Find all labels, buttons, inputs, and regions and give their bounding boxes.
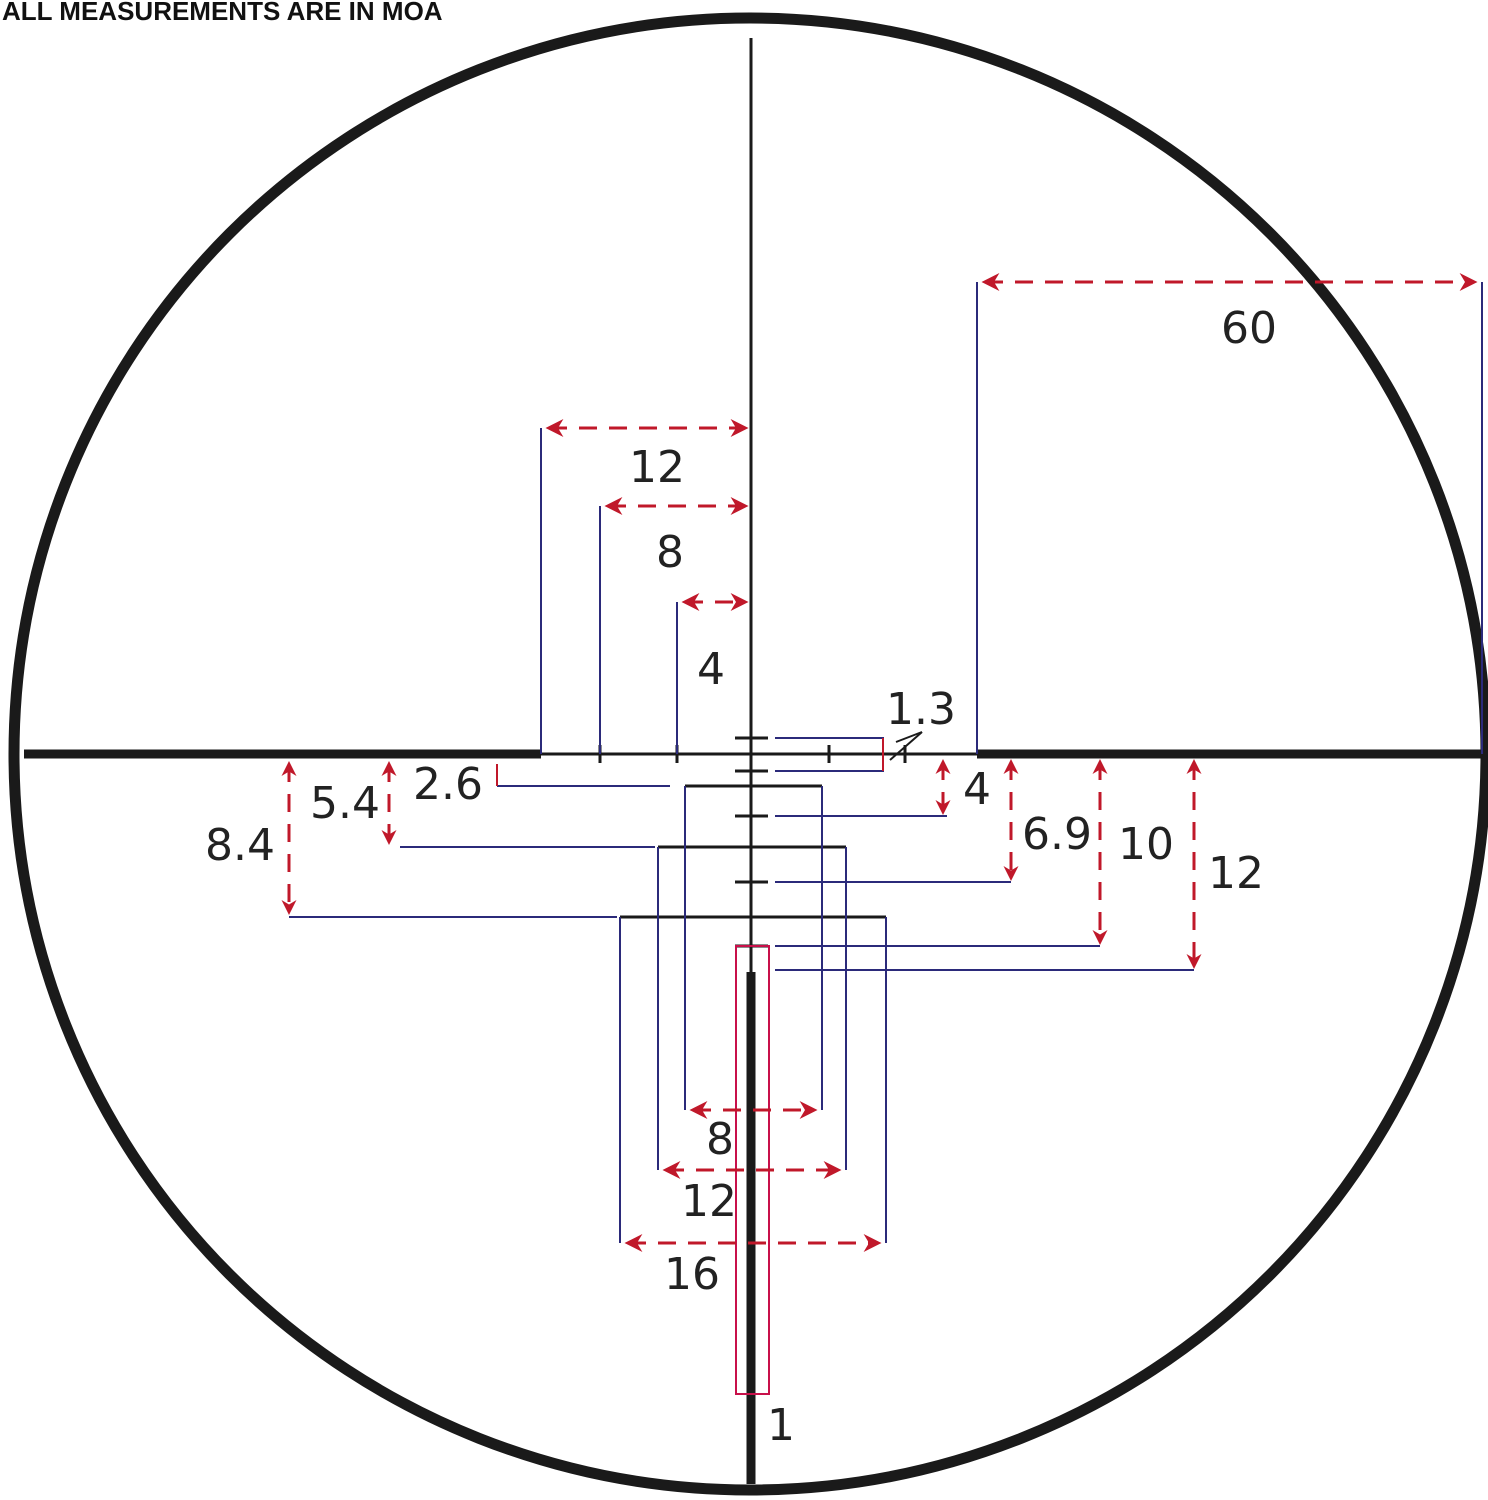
- label-8-bottom: 8: [706, 1114, 734, 1165]
- label-1: 1: [767, 1400, 795, 1451]
- label-6-9: 6.9: [1022, 809, 1092, 860]
- label-1-3: 1.3: [886, 684, 956, 735]
- label-12-bottom: 12: [681, 1176, 737, 1227]
- measurement-note: ALL MEASUREMENTS ARE IN MOA: [2, 0, 443, 26]
- label-4-top: 4: [697, 644, 725, 695]
- pointer-1-3: [889, 731, 923, 761]
- label-5-4: 5.4: [310, 778, 380, 829]
- label-12-top: 12: [629, 442, 685, 493]
- guide-lines: [289, 282, 1483, 1243]
- pointer-1-3: [895, 731, 923, 743]
- dimension-arrows: [281, 273, 1478, 1252]
- label-12-right: 12: [1208, 848, 1264, 899]
- crosshair: [24, 38, 1484, 1484]
- label-4-right: 4: [963, 764, 991, 815]
- label-2-6: 2.6: [413, 759, 483, 810]
- label-60: 60: [1221, 303, 1277, 354]
- label-8-4: 8.4: [205, 820, 275, 871]
- scope-ring: [8, 12, 1488, 1496]
- label-10: 10: [1118, 819, 1174, 870]
- label-16: 16: [664, 1249, 720, 1300]
- label-8-top: 8: [656, 527, 684, 578]
